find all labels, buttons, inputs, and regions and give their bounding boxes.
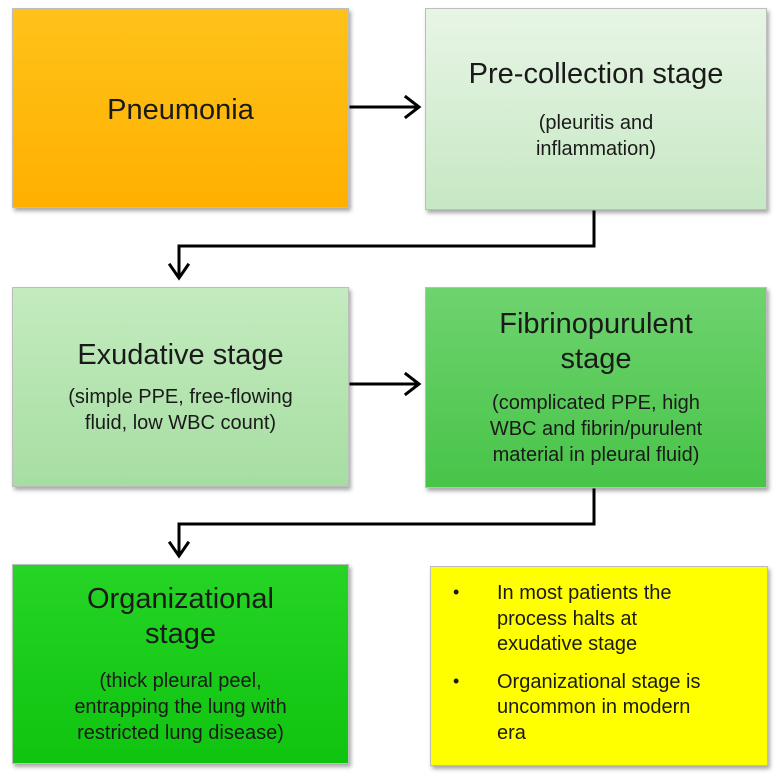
exudative-title: Exudative stage — [77, 338, 284, 371]
note-item: • In most patients the process halts at … — [451, 581, 672, 658]
exudative-desc-line: (simple PPE, free-flowing — [68, 386, 293, 409]
organizational-title-line: Organizational — [87, 583, 274, 616]
fibrinopurulent-title-line: stage — [560, 342, 632, 375]
precollection-desc-line: inflammation) — [535, 137, 657, 160]
fibrinopurulent-stage-box: Fibrinopurulent stage (complicated PPE, … — [425, 287, 767, 488]
arrowhead-icon — [403, 371, 422, 397]
organizational-title: Organizational stage — [87, 582, 274, 652]
bullet-icon: • — [453, 670, 460, 691]
bullet-icon: • — [453, 582, 460, 602]
fibrinopurulent-desc-line: WBC and fibrin/purulent — [489, 418, 703, 441]
note-line: Organizational stage is — [497, 670, 701, 693]
fibrinopurulent-desc-line: (complicated PPE, high — [492, 392, 700, 415]
fibrinopurulent-desc-line: material in pleural fluid) — [492, 444, 700, 467]
exudative-description: (simple PPE, free-flowing fluid, low WBC… — [68, 384, 293, 436]
arrow-fibrinopurulent-to-organizational — [177, 488, 596, 556]
note-line: In most patients the — [497, 582, 672, 604]
note-line: uncommon in modern — [497, 696, 691, 719]
note-line: process halts at — [497, 607, 638, 630]
precollection-stage-box: Pre-collection stage (pleuritis and infl… — [425, 8, 767, 210]
pneumonia-title: Pneumonia — [107, 94, 254, 126]
exudative-stage-box: Exudative stage (simple PPE, free-flowin… — [12, 287, 349, 487]
precollection-description: (pleuritis and inflammation) — [536, 110, 656, 162]
organizational-desc-line: (thick pleural peel, — [99, 669, 262, 692]
arrowhead-icon — [403, 94, 422, 120]
pneumonia-box: Pneumonia — [12, 8, 349, 208]
exudative-desc-line: fluid, low WBC count) — [84, 412, 277, 435]
fibrinopurulent-description: (complicated PPE, high WBC and fibrin/pu… — [490, 390, 702, 468]
organizational-title-line: stage — [145, 618, 216, 650]
note-text: Organizational stage is uncommon in mode… — [497, 670, 700, 747]
arrow-precollection-to-exudative — [177, 210, 596, 278]
fibrinopurulent-title-line: Fibrinopurulent — [499, 307, 693, 340]
note-text: In most patients the process halts at ex… — [497, 581, 672, 658]
organizational-description: (thick pleural peel, entrapping the lung… — [74, 668, 286, 746]
precollection-desc-line: (pleuritis and — [538, 111, 654, 134]
note-line: exudative stage — [497, 633, 638, 656]
note-line: era — [497, 721, 526, 744]
precollection-title: Pre-collection stage — [468, 58, 724, 90]
arrowhead-icon — [167, 262, 191, 281]
arrowhead-icon — [167, 540, 191, 559]
organizational-desc-line: entrapping the lung with — [74, 695, 287, 718]
organizational-desc-line: restricted lung disease) — [77, 721, 284, 744]
note-item: • Organizational stage is uncommon in mo… — [451, 670, 700, 747]
notes-box: • In most patients the process halts at … — [430, 566, 768, 766]
organizational-stage-box: Organizational stage (thick pleural peel… — [12, 564, 349, 764]
fibrinopurulent-title: Fibrinopurulent stage — [499, 307, 692, 377]
